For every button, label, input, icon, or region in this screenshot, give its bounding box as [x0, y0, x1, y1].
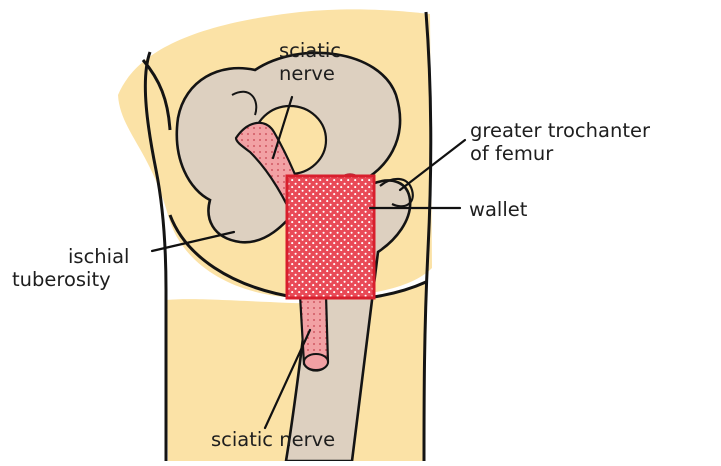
label-ischial-line2: tuberosity [12, 268, 129, 291]
label-ischial-tuberosity: ischial tuberosity [12, 245, 129, 291]
sciatic-nerve-cut-end [304, 354, 328, 370]
label-greater-trochanter: greater trochanter of femur [470, 119, 650, 165]
label-sciatic-nerve-top-line2: nerve [279, 62, 341, 85]
label-greater-trochanter-line2: of femur [470, 142, 650, 165]
label-ischial-line1: ischial [12, 245, 129, 268]
label-wallet: wallet [469, 198, 527, 221]
wallet-shape [287, 176, 374, 298]
label-greater-trochanter-line1: greater trochanter [470, 119, 650, 142]
label-sciatic-nerve-bottom: sciatic nerve [211, 428, 335, 451]
label-sciatic-nerve-top: sciatic nerve [279, 39, 341, 85]
label-sciatic-nerve-top-line1: sciatic [279, 39, 341, 62]
